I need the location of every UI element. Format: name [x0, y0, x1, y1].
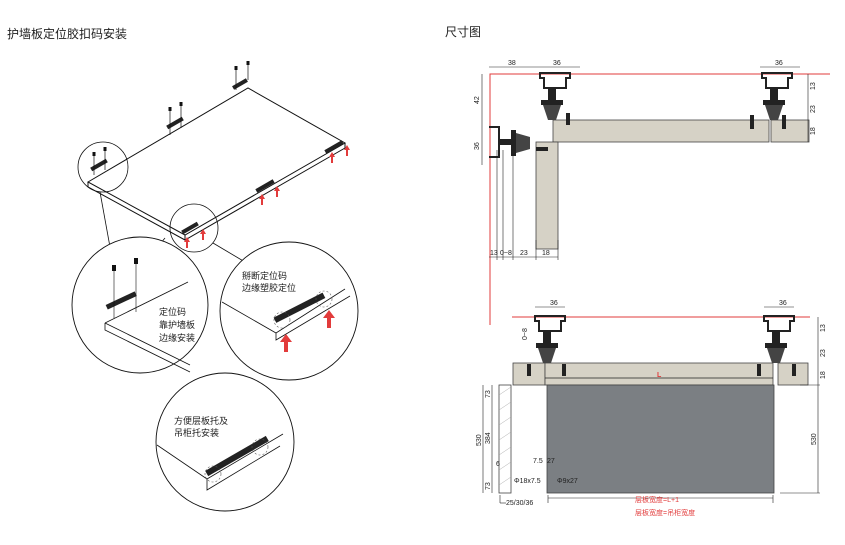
- callout-3-line-1: 方便层板托及: [174, 415, 228, 427]
- cabinet-door: [546, 384, 775, 494]
- dim-73-top: 73: [485, 390, 492, 398]
- dim-bottom-23: 23: [520, 250, 528, 257]
- dimension-title: 尺寸图: [445, 25, 482, 39]
- install-title: 护墙板定位胶扣码安装: [7, 27, 128, 41]
- dim-38: 38: [508, 60, 516, 67]
- clip-front-3: [324, 140, 350, 163]
- callout-2-line-1: 掰断定位码: [242, 270, 287, 282]
- callout-circle-2: 掰断定位码 边缘塑胶定位: [219, 241, 359, 381]
- dim-18: 18: [810, 127, 817, 135]
- callout-circle-3: 方便层板托及 吊柜托安装: [155, 372, 295, 512]
- callout-1-line-2: 靠护墙板: [159, 319, 195, 331]
- dim-36-right: 36: [779, 300, 787, 307]
- dim-42: 42: [474, 96, 481, 104]
- dim-36-left: 36: [553, 60, 561, 67]
- dim-73-bottom: 73: [485, 482, 492, 490]
- dim-bottom-0-8: 0~8: [500, 250, 512, 257]
- hole-spec-1: Φ18x7.5: [514, 478, 541, 485]
- dim-bottom-18: 18: [542, 250, 550, 257]
- clip-front-left: [90, 147, 108, 175]
- magnifier-small-2: [169, 203, 219, 253]
- dim-thickness: 25/30/36: [506, 500, 533, 507]
- dim-bottom-13: 13: [490, 250, 498, 257]
- dim-27: 27: [547, 458, 555, 465]
- note-shelf-width-2: 层板宽度=吊柜宽度: [635, 508, 695, 517]
- callout-1-line-1: 定位码: [159, 306, 186, 318]
- isometric-panel: [86, 87, 347, 241]
- callout-2-line-2: 边缘塑胶定位: [242, 282, 296, 294]
- hole-spec-2: Φ9x27: [557, 478, 578, 485]
- note-shelf-width-1: 层板宽度=L+1: [635, 495, 679, 504]
- top-dimension-drawing: 38 36 36 42 36 13 23 18 13 0~8 23 18: [474, 60, 830, 325]
- dim-0-8: 0~8: [522, 328, 529, 340]
- clip-front-2: [255, 179, 280, 205]
- clip-back-2: [166, 102, 184, 135]
- dim-36-right: 36: [775, 60, 783, 67]
- dim-13: 13: [820, 324, 827, 332]
- callout-3-line-2: 吊柜托安装: [174, 427, 219, 439]
- dim-36-left: 36: [550, 300, 558, 307]
- clip-back-1: [232, 61, 250, 90]
- dim-36-vertical: 36: [474, 142, 481, 150]
- dim-384: 384: [485, 432, 492, 444]
- dim-L: L: [657, 372, 662, 379]
- dim-13: 13: [810, 82, 817, 90]
- dim-530-right: 530: [811, 433, 818, 445]
- dim-23: 23: [820, 349, 827, 357]
- magnifier-small-1: [77, 141, 129, 193]
- callout-circle-1: 定位码 靠护墙板 边缘安装: [71, 236, 209, 374]
- dim-23: 23: [810, 105, 817, 113]
- dim-530-left: 530: [476, 434, 483, 446]
- dim-7-5: 7.5: [533, 458, 543, 465]
- dim-18: 18: [820, 371, 827, 379]
- dim-6: 6: [496, 461, 500, 468]
- clip-front-1: [181, 221, 206, 248]
- callout-1-line-3: 边缘安装: [159, 332, 195, 344]
- bottom-dimension-drawing: 36 36 0~8 13 23 18 L 530 384 73 73 6 530…: [476, 300, 827, 517]
